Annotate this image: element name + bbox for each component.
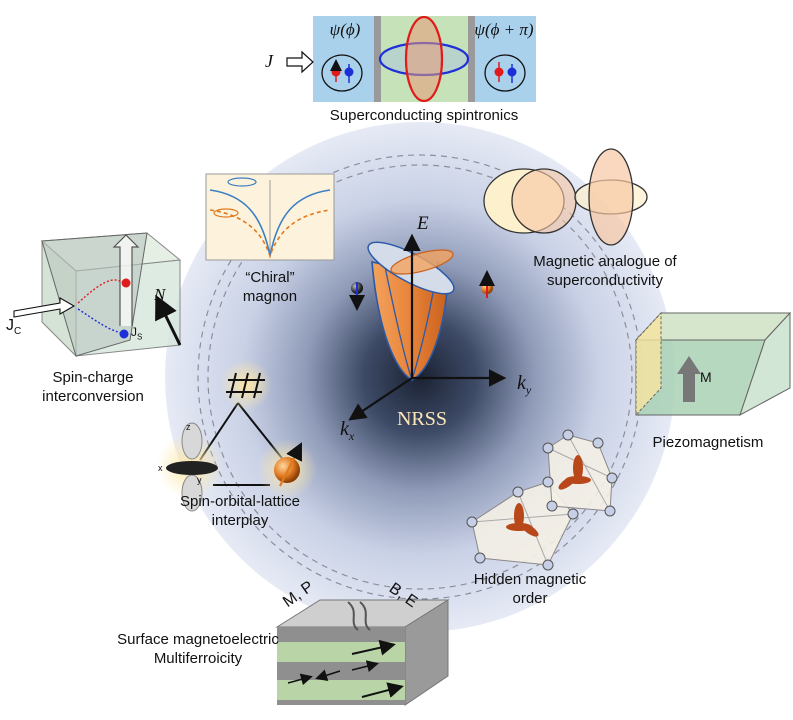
piezo-block [634, 311, 792, 417]
sol-line1: Spin-orbital-lattice [179, 493, 301, 510]
current-arrow-icon [286, 50, 314, 74]
sol-line2: interplay [211, 512, 269, 529]
n-vector-arrow [155, 294, 182, 346]
surface-me-block [275, 599, 450, 706]
axis-kx-label: kx [340, 418, 355, 443]
n-label: N [154, 285, 166, 304]
sc-title: Superconducting spintronics [329, 107, 519, 124]
chiral-magnon-plot [205, 173, 335, 261]
axis-x-label: x [158, 463, 163, 473]
sc-current-label: J [265, 51, 273, 71]
jc-arrow-icon [13, 297, 76, 318]
chiral-magnon-line1: “Chiral” [245, 269, 295, 286]
chiral-magnon-line2: magnon [242, 288, 298, 305]
spin-orbital-lattice-diagram [157, 359, 317, 512]
axis-energy-label: E [417, 213, 429, 234]
mag-analogue-line2: superconductivity [547, 272, 663, 289]
axis-y-label: y [197, 475, 202, 485]
hidden-order-octahedra [466, 429, 618, 571]
dashed-ring-inner [207, 164, 633, 590]
hidden-order-line1: Hidden magnetic [473, 571, 587, 588]
sc-psi-left: ψ(ϕ) [329, 20, 361, 39]
sc-junction-panel [286, 15, 536, 103]
magnetic-analogue-sketch [483, 148, 648, 246]
nrss-band-cones [348, 233, 507, 421]
spin-charge-cube [13, 232, 182, 358]
hidden-order-line2: order [512, 590, 548, 607]
axis-ky-label: ky [517, 372, 532, 397]
nrss-label: NRSS [396, 408, 448, 430]
spin-charge-line2: interconversion [42, 388, 144, 405]
spin-charge-line1: Spin-charge [52, 369, 134, 386]
mag-analogue-line1: Magnetic analogue of [533, 253, 677, 270]
piezo-label: Piezomagnetism [652, 434, 764, 451]
piezo-m-label: M [700, 369, 712, 385]
sc-psi-right: ψ(ϕ + π) [474, 20, 534, 39]
surface-me-line1: Surface magnetoelectric [117, 631, 279, 648]
jc-label: JC [6, 317, 22, 338]
axis-z-label: z [186, 422, 191, 432]
surface-me-line2: Multiferroicity [153, 650, 243, 667]
js-label: JS [131, 325, 143, 342]
